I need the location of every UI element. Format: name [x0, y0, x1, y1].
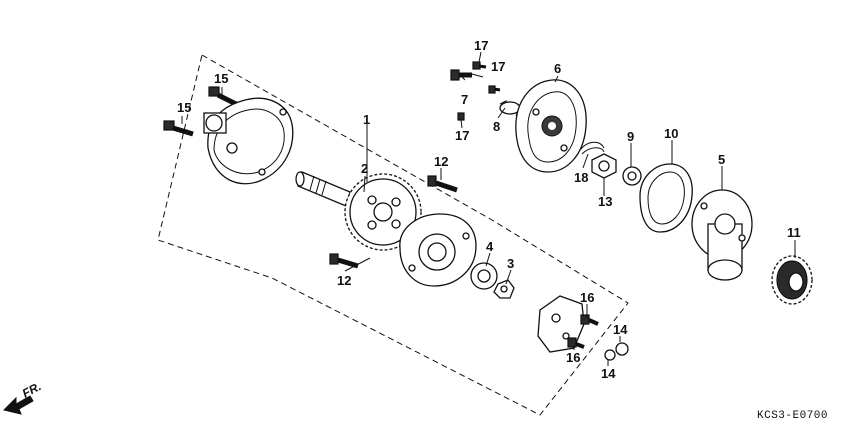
diagram-code: KCS3-E0700 — [757, 410, 828, 422]
bolt-16-lower — [567, 337, 585, 349]
callout-6: 6 — [554, 61, 561, 76]
leader-lines — [181, 51, 796, 366]
callout-7: 7 — [461, 92, 468, 107]
driven-gear — [344, 173, 422, 251]
inner-rotor — [493, 279, 515, 299]
callout-8: 8 — [493, 119, 500, 134]
callout-14-upper: 14 — [613, 322, 628, 337]
callout-2: 2 — [361, 161, 368, 176]
washer-9 — [622, 166, 642, 186]
front-direction-indicator: FR. — [3, 379, 44, 415]
flange-5 — [691, 189, 753, 281]
callout-17-mid: 17 — [491, 59, 505, 74]
callout-14-lower: 14 — [601, 366, 616, 381]
pump-cover — [203, 97, 294, 185]
callout-15-lower: 15 — [177, 100, 191, 115]
callout-5: 5 — [718, 152, 725, 167]
callout-1: 1 — [363, 112, 370, 127]
gasket-10 — [639, 163, 693, 233]
o-ring-14-upper — [615, 342, 629, 356]
callout-17-top: 17 — [474, 38, 488, 53]
bolt-12-upper — [427, 175, 458, 193]
housing-wheel — [515, 79, 587, 173]
bolt-17-top — [472, 61, 487, 70]
callout-16-lower: 16 — [566, 350, 580, 365]
assembly-boundary — [157, 54, 629, 416]
front-arrow-icon — [3, 395, 34, 415]
callout-4: 4 — [486, 239, 494, 254]
callout-15-upper: 15 — [214, 71, 228, 86]
outer-rotor — [470, 262, 498, 290]
callout-13: 13 — [598, 194, 612, 209]
pump-body — [399, 213, 477, 287]
bolt-15-lower — [163, 120, 194, 137]
bolt-17-bottom — [457, 112, 465, 121]
bolt-16-upper — [580, 314, 599, 326]
clip-18 — [579, 141, 605, 155]
pump-shaft — [295, 171, 351, 207]
bolt-12-lower — [329, 253, 359, 269]
front-label: FR. — [20, 379, 44, 400]
gear-11 — [771, 255, 813, 305]
bolt-15-upper — [208, 86, 240, 108]
o-ring-14-lower — [604, 349, 616, 361]
nut-13 — [591, 153, 617, 179]
callout-11: 11 — [787, 225, 801, 240]
pin-7 — [450, 69, 472, 81]
callout-3: 3 — [507, 256, 514, 271]
callout-10: 10 — [664, 126, 678, 141]
callout-9: 9 — [627, 129, 634, 144]
callout-12-upper: 12 — [434, 154, 448, 169]
callout-12-lower: 12 — [337, 273, 351, 288]
callout-17-bottom: 17 — [455, 128, 469, 143]
callout-18: 18 — [574, 170, 588, 185]
callout-16-upper: 16 — [580, 290, 594, 305]
bolt-17-mid — [488, 85, 501, 94]
